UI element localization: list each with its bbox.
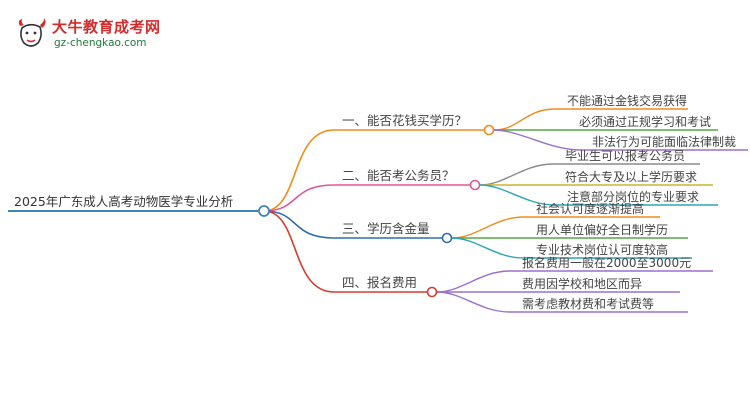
leaf-connector	[479, 184, 556, 206]
branch-label: 三、学历含金量	[342, 221, 430, 236]
branch-connector	[263, 210, 335, 239]
branch-label: 四、报名费用	[342, 275, 417, 290]
leaf-label: 符合大专及以上学历要求	[565, 169, 697, 184]
branch-label: 一、能否花钱买学历？	[342, 113, 467, 128]
leaf-connector	[436, 291, 511, 313]
leaf-label: 社会认可度逐渐提高	[536, 201, 644, 216]
ox-mascot-icon	[18, 18, 46, 47]
leaf-label: 注意部分岗位的专业要求	[567, 189, 699, 204]
site-url: gz-chengkao.com	[54, 37, 147, 49]
root-label: 2025年广东成人高考动物医学专业分析	[14, 194, 233, 209]
leaf-label: 毕业生可以报考公务员	[565, 148, 685, 163]
site-name: 大牛教育成考网	[52, 18, 161, 36]
branch-node-circle[interactable]	[483, 124, 495, 136]
branch-node-circle[interactable]	[426, 286, 438, 298]
leaf-connector	[493, 108, 556, 131]
leaf-label: 不能通过金钱交易获得	[567, 93, 687, 108]
leaf-connector	[451, 237, 525, 259]
leaf-label: 费用因学校和地区而异	[522, 276, 642, 291]
leaf-connector	[479, 163, 554, 186]
leaf-connector	[451, 216, 525, 239]
branch-connector	[263, 129, 335, 212]
branch-node-circle[interactable]	[469, 179, 481, 191]
leaf-label: 必须通过正规学习和考试	[579, 114, 711, 129]
leaf-label: 需考虑教材费和考试费等	[522, 296, 654, 311]
mind-map-nodes: 2025年广东成人高考动物医学专业分析 一、能否花钱买学历？ 不能通过金钱交易获得必…	[14, 93, 736, 311]
branch-label: 二、能否考公务员？	[342, 168, 455, 183]
branch-node-circle[interactable]	[441, 232, 453, 244]
leaf-label: 报名费用一般在2000至3000元	[522, 255, 691, 270]
leaf-label: 专业技术岗位认可度较高	[536, 242, 668, 257]
connector-lines	[8, 108, 748, 313]
branch-connector	[263, 184, 335, 212]
site-logo[interactable]: 大牛教育成考网 gz-chengkao.com	[14, 14, 164, 54]
leaf-label: 用人单位偏好全日制学历	[536, 222, 668, 237]
leaf-connector	[493, 129, 581, 151]
leaf-connector	[436, 270, 511, 293]
root-node-circle[interactable]	[258, 205, 270, 217]
leaf-label: 非法行为可能面临法律制裁	[592, 135, 736, 149]
branch-connector	[263, 210, 335, 293]
